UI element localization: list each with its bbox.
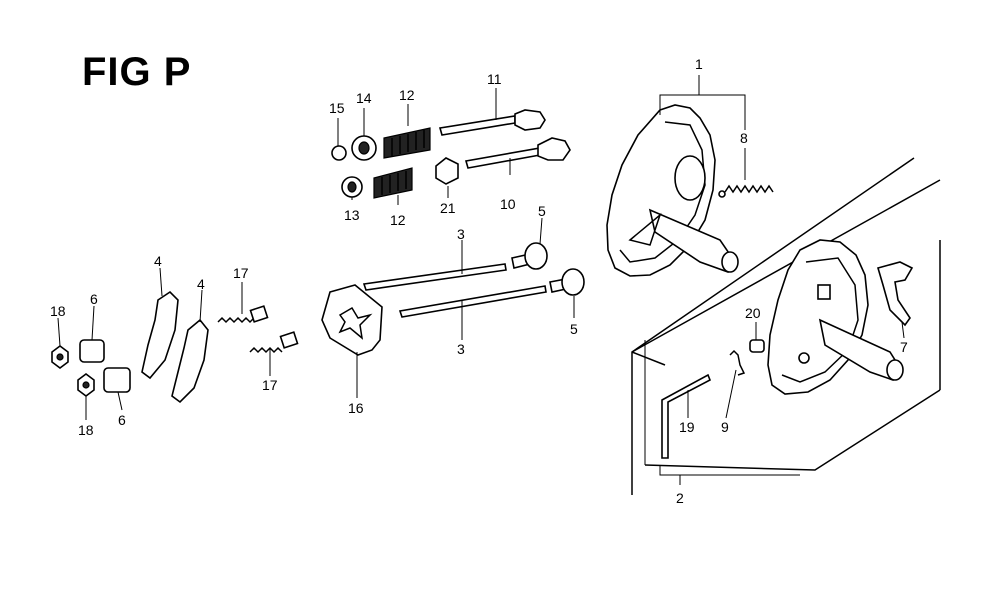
- push-rod-3-lower: [398, 285, 547, 318]
- adjuster-6-lower: [103, 367, 131, 393]
- callout-3-upper: 3: [457, 226, 465, 242]
- rocker-arm-4-left: [141, 290, 179, 380]
- callout-5-upper: 5: [538, 203, 546, 219]
- cotter-15: [331, 145, 347, 161]
- callout-1: 1: [695, 56, 703, 72]
- tappet-5-lower: [549, 268, 585, 296]
- valve-10: [464, 137, 571, 169]
- rocker-arm-4-right: [171, 318, 209, 404]
- callout-3-lower: 3: [457, 341, 465, 357]
- callout-2: 2: [676, 490, 684, 506]
- callout-8: 8: [740, 130, 748, 146]
- adjuster-6-upper: [79, 339, 105, 363]
- wrench-19: [661, 373, 712, 459]
- spring-8: [718, 184, 774, 198]
- decompressor-7: [877, 261, 914, 327]
- camshaft-gear-2: [767, 239, 904, 395]
- callout-16: 16: [348, 400, 364, 416]
- callout-6-lower: 6: [118, 412, 126, 428]
- leader-lines: [57, 75, 905, 420]
- camshaft-gear-1: [606, 104, 739, 277]
- pivot-bolt-17-upper: [217, 305, 269, 324]
- callout-18-lower: 18: [78, 422, 94, 438]
- retainer-13: [341, 176, 363, 198]
- push-rod-3-upper: [362, 263, 507, 291]
- callout-12-lower: 12: [390, 212, 406, 228]
- stem-seal-21: [435, 157, 459, 185]
- callout-6-upper: 6: [90, 291, 98, 307]
- callout-18-upper: 18: [50, 303, 66, 319]
- callout-13: 13: [344, 207, 360, 223]
- callout-4-right: 4: [197, 276, 205, 292]
- spring-9: [729, 349, 746, 376]
- callout-19: 19: [679, 419, 695, 435]
- callout-4-left: 4: [154, 253, 162, 269]
- callout-11: 11: [487, 71, 502, 87]
- retainer-14: [351, 135, 377, 161]
- valve-spring-12-upper: [383, 127, 431, 159]
- callout-17-lower: 17: [262, 377, 278, 393]
- callout-21: 21: [440, 200, 456, 216]
- callout-9: 9: [721, 419, 729, 435]
- callout-14: 14: [356, 90, 372, 106]
- valve-spring-12-lower: [373, 167, 413, 199]
- kit-box-outline: [631, 157, 941, 495]
- figure-title: FIG P: [82, 50, 192, 94]
- nut-18-lower: [77, 373, 95, 397]
- guide-plate-16: [321, 284, 383, 356]
- callout-10: 10: [500, 196, 516, 212]
- pivot-bolt-17-lower: [249, 331, 299, 354]
- callout-17-upper: 17: [233, 265, 249, 281]
- tappet-5-upper: [511, 242, 548, 270]
- callout-15: 15: [329, 100, 345, 116]
- callout-5-lower: 5: [570, 321, 578, 337]
- nut-18-upper: [51, 345, 69, 369]
- callout-7: 7: [900, 339, 908, 355]
- callout-12-upper: 12: [399, 87, 415, 103]
- callout-20: 20: [745, 305, 761, 321]
- valve-11: [438, 109, 546, 136]
- cap-20: [749, 339, 765, 353]
